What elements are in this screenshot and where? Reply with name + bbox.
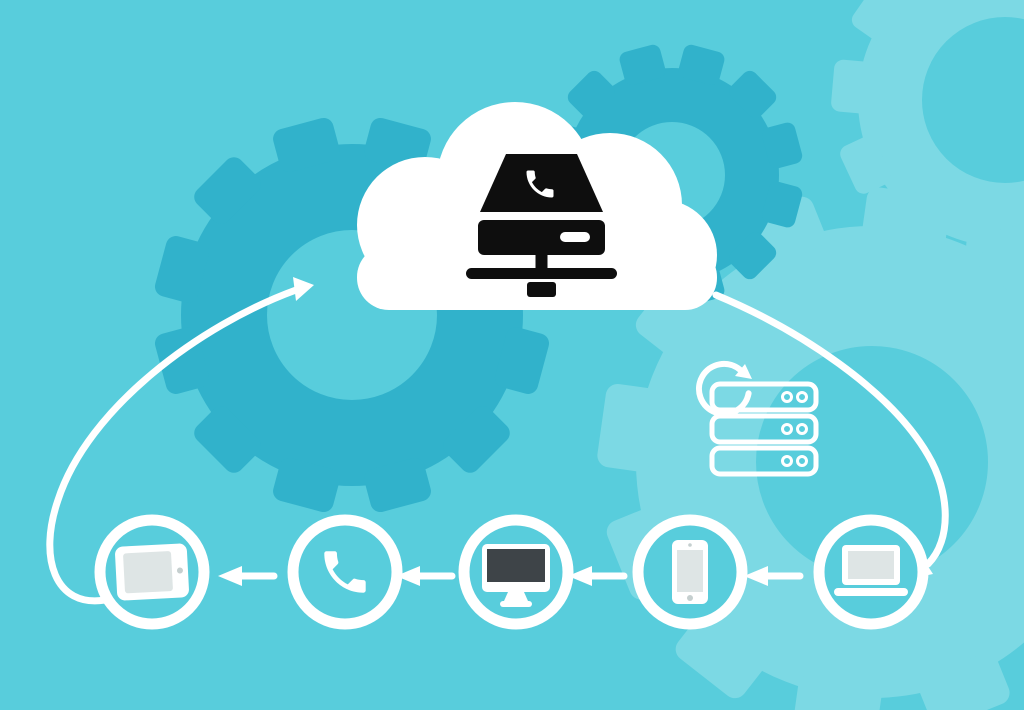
desktop-computer-icon bbox=[482, 544, 550, 607]
smartphone-home-button bbox=[687, 595, 693, 601]
server-sync-icon bbox=[695, 360, 819, 477]
tablet-icon bbox=[115, 543, 189, 601]
arrow-handset-to-tablet bbox=[218, 566, 278, 586]
arrow-curve-tablet-to-cloud bbox=[46, 277, 314, 605]
flow-circle-handset bbox=[287, 514, 403, 630]
smartphone-earpiece-dot bbox=[688, 543, 692, 547]
flow-circle-smartphone bbox=[632, 514, 748, 630]
gear-large-right-icon bbox=[593, 183, 1024, 710]
flow-circle-tablet bbox=[94, 514, 210, 630]
tablet-camera-dot bbox=[176, 567, 183, 574]
flow-circle-laptop bbox=[813, 514, 929, 630]
arrow-laptop-to-smartphone bbox=[744, 566, 804, 586]
cloud-pbx-server-icon bbox=[466, 154, 617, 297]
flow-circle-desktop bbox=[458, 514, 574, 630]
laptop-icon bbox=[834, 545, 908, 596]
smartphone-icon bbox=[672, 540, 708, 604]
arrow-desktop-to-handset bbox=[396, 566, 456, 586]
gear-corner-top-right-icon bbox=[830, 0, 1024, 275]
arrow-smartphone-to-desktop bbox=[568, 566, 628, 586]
pbx-drive-slot bbox=[560, 232, 590, 242]
arrowhead-to-cloud bbox=[293, 277, 314, 301]
sync-arrow-icon bbox=[695, 360, 752, 417]
